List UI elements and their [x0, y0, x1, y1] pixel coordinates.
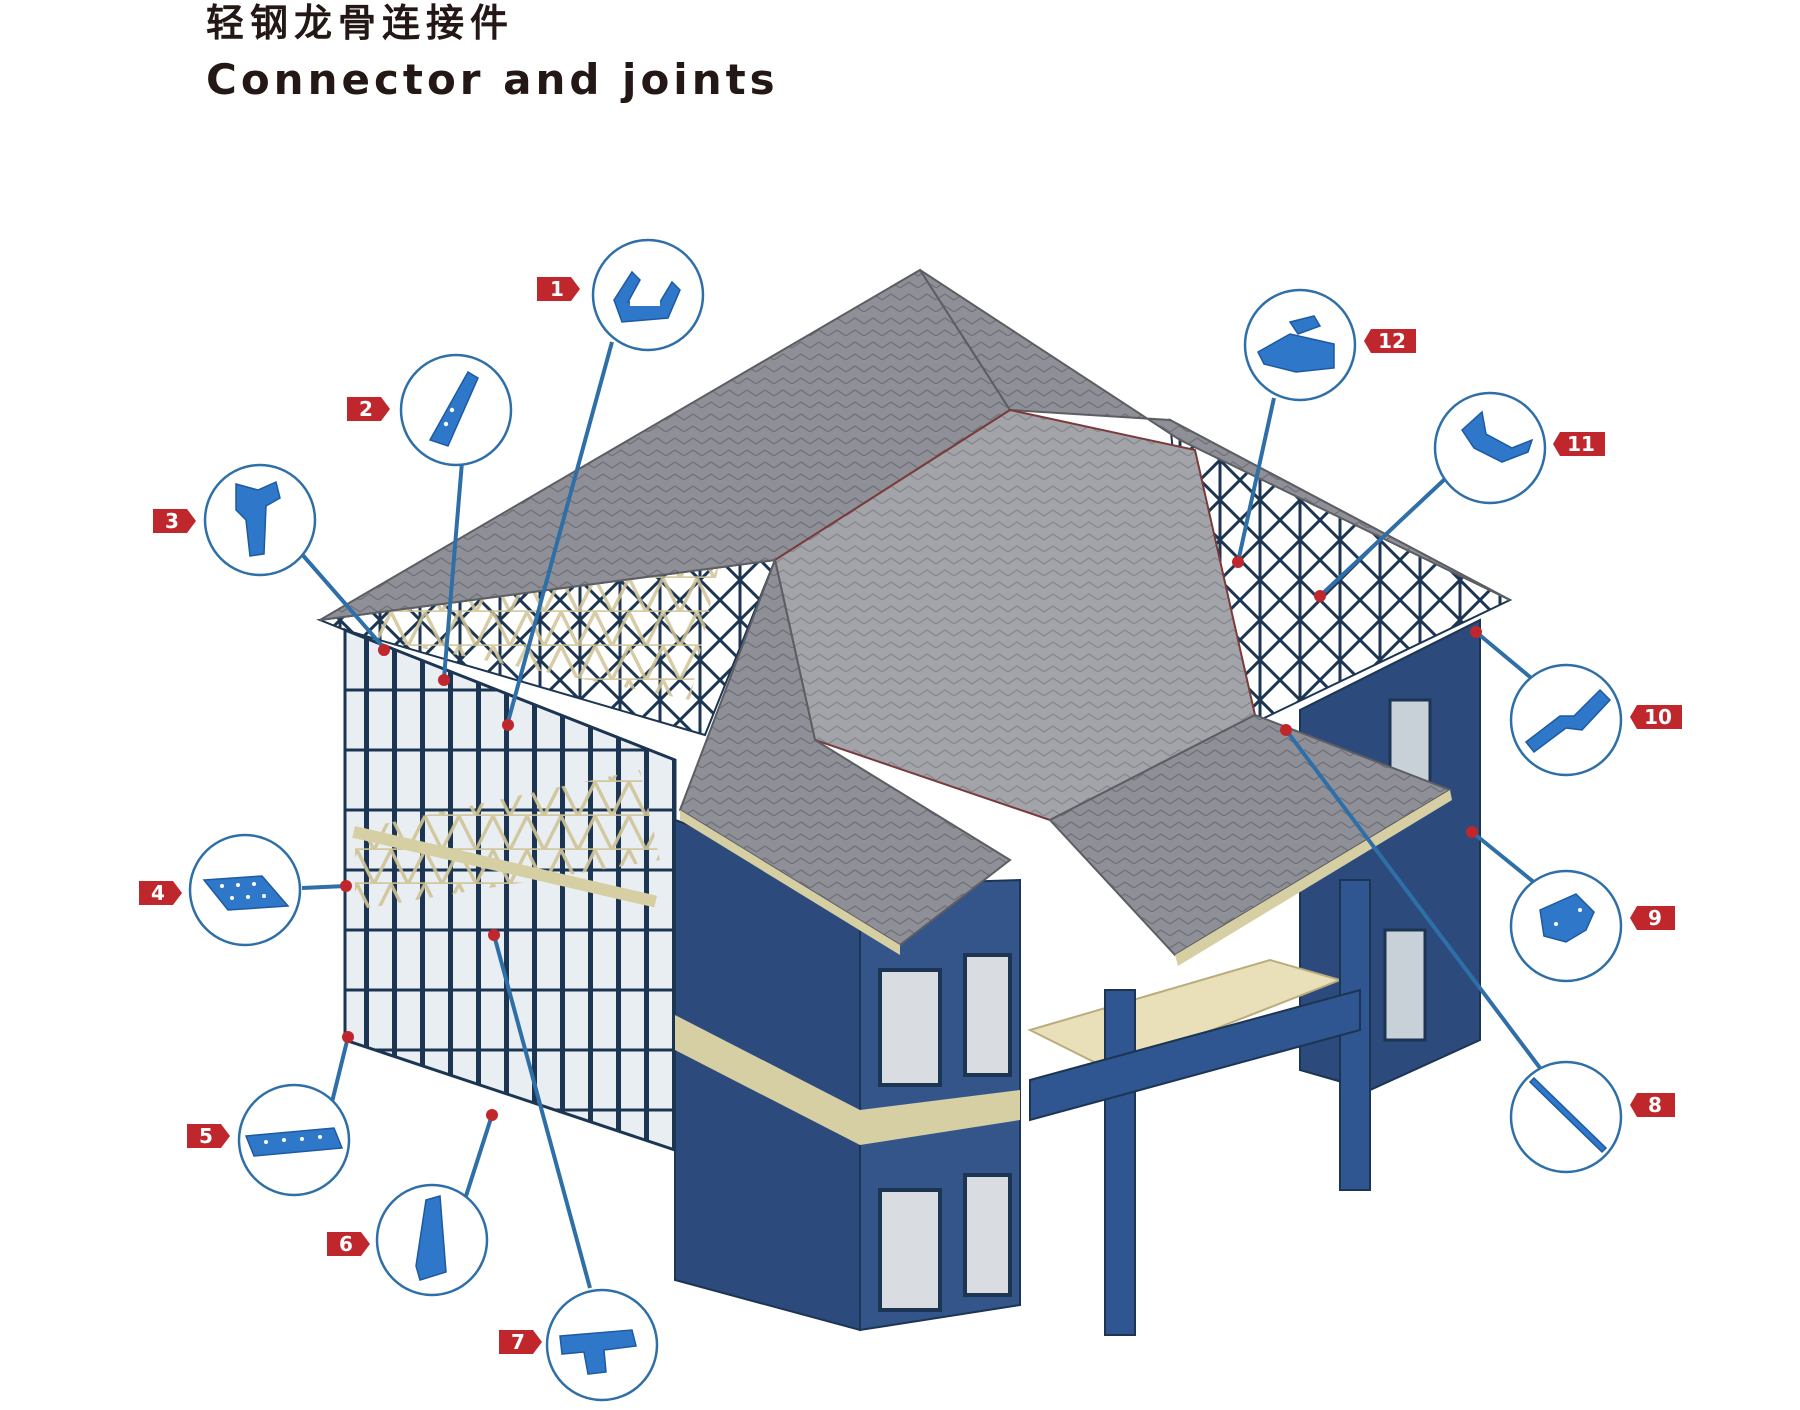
leader-line-3: [298, 550, 386, 650]
callout-tag-9: 9: [1630, 906, 1675, 930]
anchor-dot-11: [1314, 590, 1326, 602]
anchor-dot-1: [502, 719, 514, 731]
bent-strap-icon: [1524, 688, 1612, 754]
callout-label-7: 7: [511, 1330, 525, 1354]
bay-roof-edge: [680, 810, 900, 955]
porch-beam: [1029, 988, 1361, 1122]
anchor-dot-12: [1232, 556, 1244, 568]
leader-line-4: [301, 884, 347, 890]
anchor-dot-9: [1466, 826, 1478, 838]
title-chinese: 轻钢龙骨连接件: [206, 1, 515, 45]
callout-label-5: 5: [199, 1124, 213, 1148]
joist-hanger-icon: [1461, 410, 1534, 463]
leader-line-8: [1284, 728, 1542, 1070]
anchor-dot-6: [486, 1109, 498, 1121]
anchor-dot-7: [488, 929, 500, 941]
callout-tag-4: 4: [139, 881, 182, 905]
callout-label-6: 6: [339, 1232, 353, 1256]
angled-hanger-bracket-icon: [235, 480, 281, 557]
bay-roof: [678, 556, 1012, 947]
anchor-dot-5: [342, 1031, 354, 1043]
flat-perforated-plate-icon: [202, 875, 290, 911]
title-english: Connector and joints: [206, 55, 779, 104]
anchor-dots: [340, 556, 1482, 1121]
floor-timber-truss: [355, 770, 660, 910]
main-roof-back: [919, 269, 1511, 601]
callout-tag-12: 12: [1364, 329, 1416, 353]
window-bay-3: [878, 1188, 942, 1312]
window-bay-2: [963, 953, 1012, 1077]
callout-label-2: 2: [359, 397, 373, 421]
callout-label-8: 8: [1648, 1093, 1662, 1117]
triangular-gusset-icon: [428, 370, 479, 447]
callout-label-4: 4: [151, 881, 165, 905]
callout-tag-7: 7: [499, 1330, 542, 1354]
hold-down-bracket-icon: [415, 1195, 447, 1281]
angle-clip-icon: [1539, 893, 1595, 943]
anchor-dot-2: [438, 674, 450, 686]
anchor-dot-4: [340, 880, 352, 892]
leader-line-6: [464, 1114, 494, 1197]
callout-label-11: 11: [1567, 432, 1595, 456]
window-bay-4: [963, 1173, 1012, 1297]
rafter-connector-icon: [1257, 315, 1335, 373]
anchor-dot-10: [1470, 626, 1482, 638]
floor-beam: [352, 826, 658, 908]
flat-strap-plate-icon: [244, 1127, 344, 1157]
porch-column-1: [1104, 989, 1136, 1336]
porch-roof-edge: [1175, 790, 1452, 966]
right-window-lower: [1383, 928, 1427, 1042]
number-tags: 1 2 3 4 5 6 7 8: [139, 277, 1682, 1354]
callout-label-9: 9: [1648, 906, 1662, 930]
callout-tag-11: 11: [1553, 432, 1605, 456]
leader-line-1: [506, 341, 614, 723]
leader-line-12: [1236, 397, 1276, 563]
strap-brace-icon: [1528, 1076, 1608, 1154]
t-plate-icon: [559, 1329, 637, 1375]
callout-tag-3: 3: [153, 509, 196, 533]
leader-line-2: [442, 461, 464, 679]
callout-circle-1: [591, 238, 705, 352]
callout-tag-1: 1: [537, 277, 580, 301]
callout-label-10: 10: [1644, 705, 1672, 729]
anchor-dot-3: [378, 644, 390, 656]
callout-label-3: 3: [165, 509, 179, 533]
window-bay-1: [878, 968, 942, 1087]
callout-label-12: 12: [1378, 329, 1406, 353]
callout-tag-8: 8: [1630, 1093, 1675, 1117]
leader-line-5: [330, 1036, 350, 1103]
callout-tag-2: 2: [347, 397, 390, 421]
anchor-dot-8: [1280, 724, 1292, 736]
callout-label-1: 1: [550, 277, 564, 301]
connector-icons: [202, 270, 1612, 1375]
leader-line-11: [1318, 476, 1448, 598]
callout-tag-6: 6: [327, 1232, 370, 1256]
wall-band: [675, 1015, 1020, 1145]
callout-tag-10: 10: [1630, 705, 1682, 729]
leader-line-7: [492, 934, 592, 1289]
callout-tag-5: 5: [187, 1124, 230, 1148]
u-channel-bracket-icon: [613, 270, 681, 323]
